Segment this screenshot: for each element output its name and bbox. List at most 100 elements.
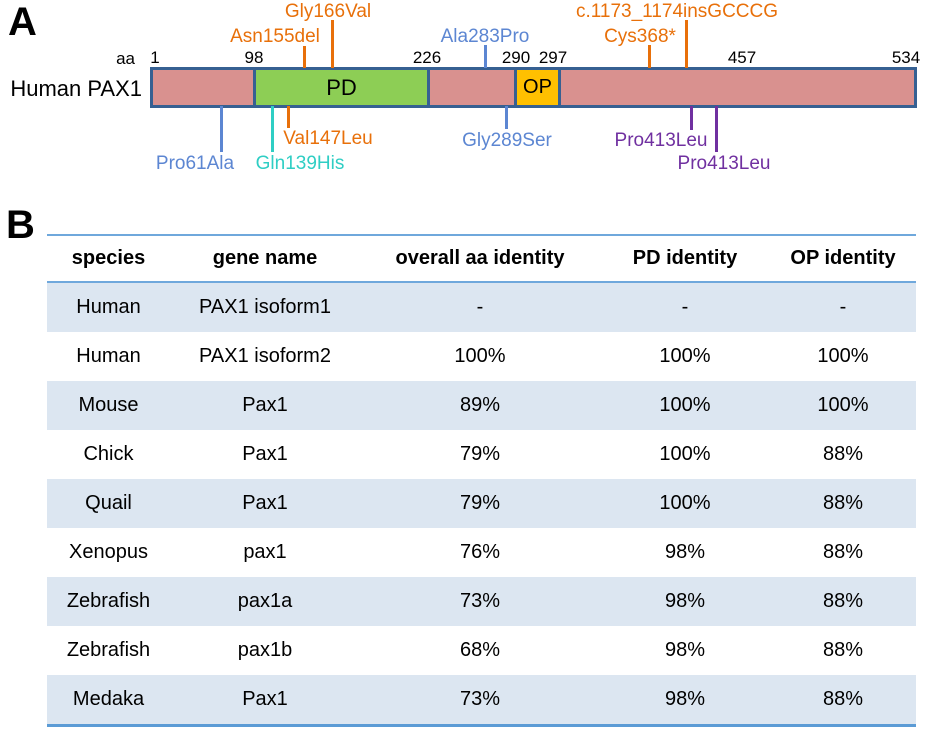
header-species: species (71, 247, 146, 269)
panel-a-letter: A (8, 0, 37, 44)
table-cell: Xenopus (69, 541, 148, 563)
table-cell: 100% (454, 345, 506, 367)
mutation-pro413leu-2-label: Pro413Leu (677, 153, 771, 174)
table-row: Zebrafish pax1a 73% 98% 88% (47, 577, 916, 626)
table-cell: Medaka (72, 688, 145, 710)
table-cell: 79% (459, 492, 501, 514)
mutation-cys368-tick (648, 45, 651, 68)
domain-op-label: OP (523, 76, 552, 98)
table-row: Zebrafish pax1b 68% 98% 88% (47, 626, 916, 675)
table-cell: pax1b (237, 639, 293, 661)
table-row: Xenopus pax1 76% 98% 88% (47, 528, 916, 577)
table-cell: Pax1 (242, 492, 288, 514)
table-cell: 98% (664, 590, 706, 612)
mutation-pro61ala-label: Pro61Ala (155, 153, 235, 174)
table-cell: Human (76, 345, 141, 367)
table-cell: 88% (822, 492, 864, 514)
table-cell: 100% (817, 394, 869, 416)
scale-tick-297: 297 (538, 48, 568, 67)
table-cell: Quail (85, 492, 132, 514)
protein-name: Human PAX1 (10, 76, 142, 101)
table-cell: Pax1 (242, 443, 288, 465)
table-cell: pax1a (237, 590, 293, 612)
mutation-gly166val-label: Gly166Val (284, 1, 372, 22)
mutation-gly166val-tick (331, 20, 334, 68)
table-cell: 98% (664, 688, 706, 710)
table-cell: 88% (822, 639, 864, 661)
table-cell: 88% (822, 688, 864, 710)
table-cell: PAX1 isoform2 (199, 345, 331, 367)
mutation-gly289ser-tick (505, 106, 508, 129)
domain-pd-label: PD (326, 74, 357, 100)
table-cell: Pax1 (242, 394, 288, 416)
header-gene-name: gene name (212, 247, 318, 269)
table-row: Medaka Pax1 73% 98% 88% (47, 675, 916, 726)
table-row: Quail Pax1 79% 100% 88% (47, 479, 916, 528)
scale-tick-457: 457 (727, 48, 757, 67)
table-cell: - (839, 296, 847, 318)
table-cell: 73% (459, 688, 501, 710)
table-cell: Zebrafish (66, 590, 151, 612)
table-cell: 76% (459, 541, 501, 563)
scale-tick-98: 98 (244, 48, 264, 67)
mutation-ala283pro-label: Ala283Pro (440, 26, 530, 47)
header-overall-aa: overall aa identity (395, 247, 565, 269)
table-cell: 98% (664, 639, 706, 661)
table-cell: - (681, 296, 689, 318)
table-cell: 100% (659, 492, 711, 514)
table-cell: 98% (664, 541, 706, 563)
mutation-val147leu-label: Val147Leu (283, 128, 373, 149)
table-row: Mouse Pax1 89% 100% 100% (47, 381, 916, 430)
mutation-pro413leu-1-tick (690, 106, 693, 130)
panel-b: B species gene name overall aa identity … (0, 200, 926, 732)
mutation-gly289ser-label: Gly289Ser (462, 130, 552, 151)
mutation-insgcccg-label: c.1173_1174insGCCCG (575, 1, 779, 22)
table-cell: 100% (659, 443, 711, 465)
domain-op: OP (514, 67, 561, 108)
table-cell: - (476, 296, 484, 318)
domain-pd: PD (253, 67, 430, 108)
header-pd-identity: PD identity (632, 247, 738, 269)
table-cell: 100% (817, 345, 869, 367)
scale-tick-1: 1 (150, 48, 160, 67)
table-cell: 88% (822, 541, 864, 563)
mutation-val147leu-tick (287, 106, 290, 128)
identity-table: species gene name overall aa identity PD… (47, 234, 916, 727)
table-row: Human PAX1 isoform1 - - - (47, 282, 916, 332)
table-cell: Human (76, 296, 141, 318)
table-cell: 100% (659, 394, 711, 416)
table-cell: 88% (822, 443, 864, 465)
mutation-gln139his-label: Gln139His (255, 153, 345, 174)
panel-b-letter: B (6, 203, 35, 247)
scale-tick-534: 534 (891, 48, 921, 67)
mutation-pro413leu-1-label: Pro413Leu (614, 130, 708, 151)
table-row: Chick Pax1 79% 100% 88% (47, 430, 916, 479)
table-header-row: species gene name overall aa identity PD… (47, 235, 916, 282)
header-op-identity: OP identity (790, 247, 896, 269)
table-cell: Mouse (78, 394, 139, 416)
mutation-asn155del-tick (303, 46, 306, 68)
mutation-pro413leu-2-tick (715, 106, 718, 152)
mutation-cys368-label: Cys368* (604, 26, 676, 47)
mutation-gln139his-tick (271, 106, 274, 152)
mutation-pro61ala-tick (220, 106, 223, 152)
axis-unit-label: aa (116, 49, 135, 68)
scale-tick-226: 226 (412, 48, 442, 67)
table-cell: 89% (459, 394, 501, 416)
table-cell: Chick (83, 443, 134, 465)
mutation-ala283pro-tick (484, 45, 487, 68)
table-cell: Zebrafish (66, 639, 151, 661)
table-cell: 88% (822, 590, 864, 612)
table-cell: pax1 (243, 541, 287, 563)
panel-a: A Human PAX1 aa PD OP 1 98 226 290 297 4… (0, 0, 926, 200)
mutation-insgcccg-tick (685, 20, 688, 68)
table-cell: Pax1 (242, 688, 288, 710)
table-cell: PAX1 isoform1 (199, 296, 331, 318)
mutation-asn155del-label: Asn155del (230, 26, 320, 47)
table-cell: 73% (459, 590, 501, 612)
table-cell: 68% (459, 639, 501, 661)
table-cell: 100% (659, 345, 711, 367)
table-cell: 79% (459, 443, 501, 465)
table-row: Human PAX1 isoform2 100% 100% 100% (47, 332, 916, 381)
